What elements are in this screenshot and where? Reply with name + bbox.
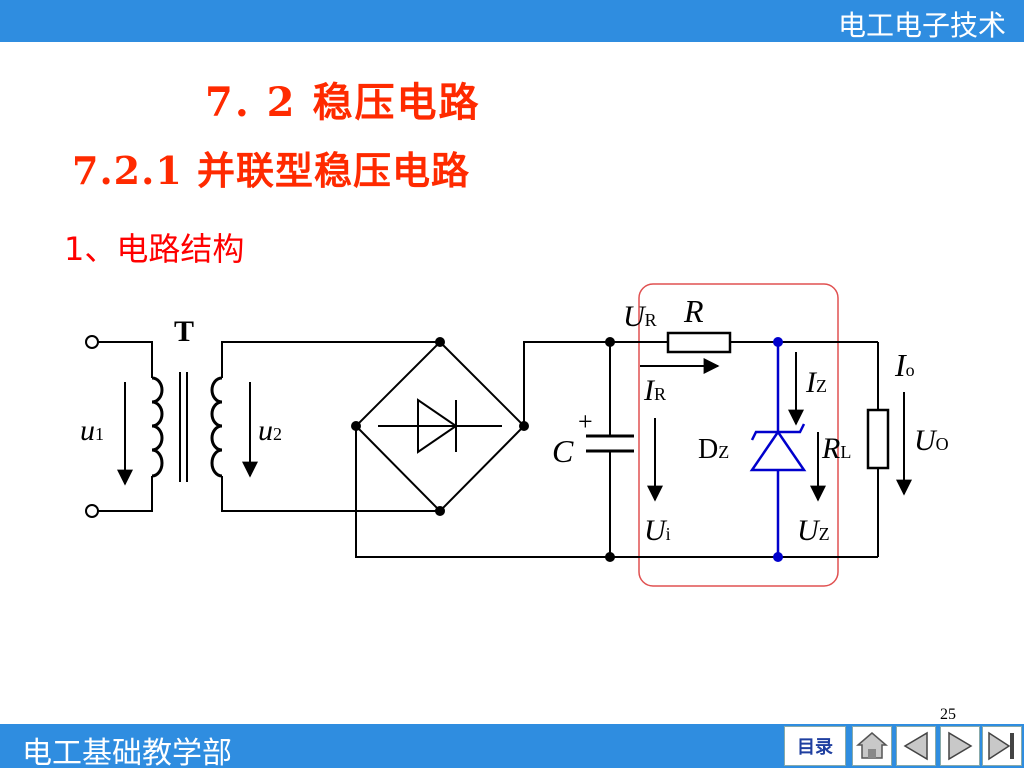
prev-button[interactable] — [896, 726, 936, 766]
last-button[interactable] — [982, 726, 1022, 766]
uz-label: UZ — [797, 514, 830, 547]
toc-button[interactable]: 目录 — [784, 726, 846, 766]
highlight-box — [638, 283, 839, 587]
item-title: 1、电路结构 — [64, 230, 245, 268]
subsection-title: 7.2.1 并联型稳压电路 — [72, 148, 471, 193]
ui-label: Ui — [644, 514, 671, 547]
next-icon — [948, 731, 973, 761]
rl-label: RL — [821, 432, 851, 465]
capacitor-symbol — [586, 434, 634, 453]
primary-coil — [151, 376, 164, 478]
bridge-diode-symbol — [378, 398, 502, 454]
junction-dots — [351, 337, 615, 562]
zener-node-top — [773, 337, 783, 347]
uo-label: UO — [914, 424, 949, 457]
load-resistor — [866, 408, 890, 470]
last-icon — [988, 731, 1014, 761]
toc-label: 目录 — [797, 737, 833, 758]
course-title: 电工电子技术 — [837, 9, 1006, 42]
u2-label: u2 — [258, 414, 282, 447]
chapter-title: 7. 2 稳压电路 — [205, 79, 481, 126]
ir-label: IR — [643, 374, 666, 407]
wires — [98, 340, 879, 558]
io-label: Io — [894, 347, 915, 383]
home-button[interactable] — [852, 726, 892, 766]
input-terminal-top — [85, 335, 99, 349]
home-icon — [855, 732, 889, 759]
next-button[interactable] — [940, 726, 980, 766]
secondary-coil — [210, 376, 223, 478]
input-terminal-bottom — [85, 504, 99, 518]
page-number: 25 — [940, 706, 956, 723]
zener-diode-symbol — [749, 342, 807, 557]
transformer-label: T — [174, 315, 194, 348]
department-label: 电工基础教学部 — [22, 736, 232, 771]
prev-icon — [903, 731, 928, 761]
u1-label: u1 — [80, 414, 104, 447]
series-resistor — [666, 331, 732, 354]
ur-label: UR — [623, 300, 657, 333]
capacitor-label: C — [552, 433, 574, 469]
dz-label: DZ — [698, 434, 729, 465]
r-label: R — [683, 293, 704, 329]
capacitor-plus: + — [578, 407, 593, 436]
top-bar: 电工电子技术 — [0, 0, 1024, 42]
iz-label: IZ — [805, 366, 827, 399]
zener-node-bottom — [773, 552, 783, 562]
